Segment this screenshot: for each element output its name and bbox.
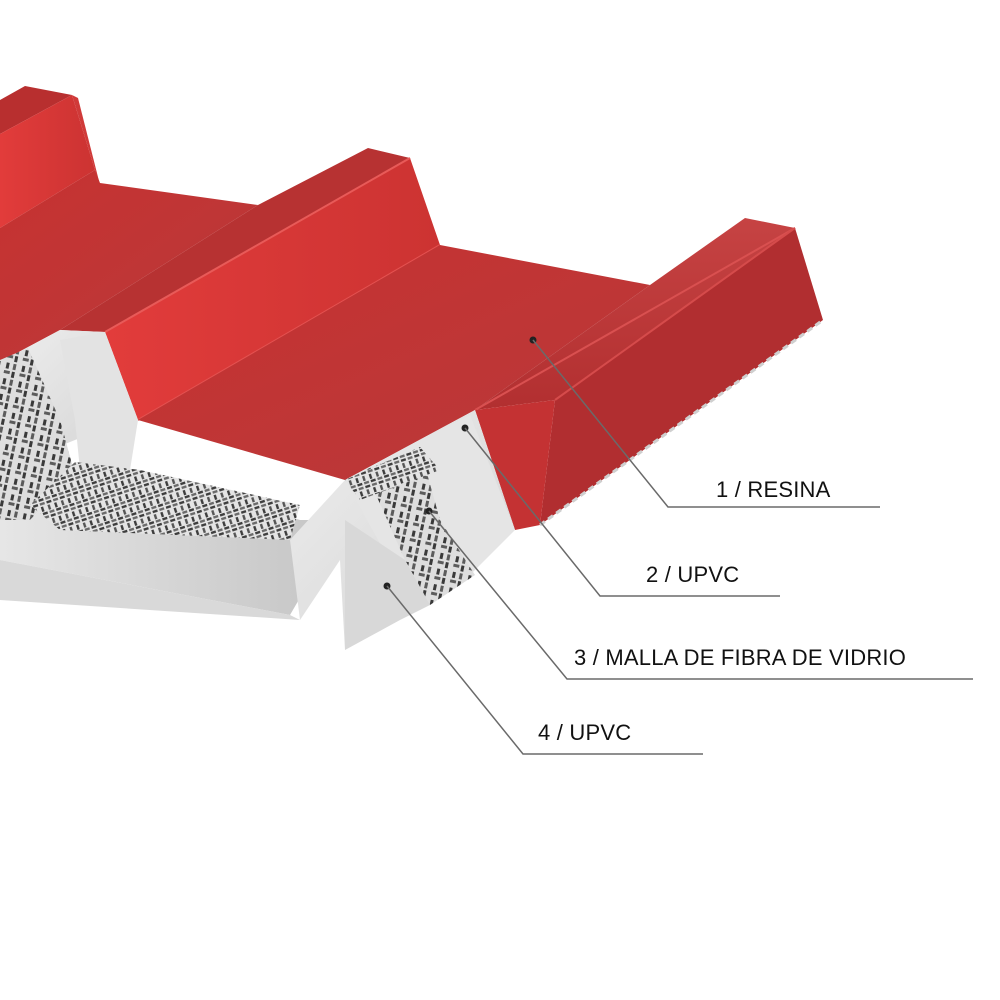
callout-1-label: 1 / RESINA (716, 477, 831, 502)
callout-1-leader (529, 336, 880, 508)
left-ridge (0, 86, 100, 228)
main-valley (138, 245, 650, 480)
callout-3-label: 3 / MALLA DE FIBRA DE VIDRIO (574, 645, 907, 670)
callout-2-label: 2 / UPVC (646, 562, 740, 587)
callout-3-leader (425, 507, 973, 680)
right-ridge (474, 218, 824, 530)
callout-4-leader (383, 582, 703, 755)
callout-2-leader (461, 424, 780, 597)
left-valley (0, 170, 258, 362)
callout-4-label: 4 / UPVC (538, 720, 632, 745)
